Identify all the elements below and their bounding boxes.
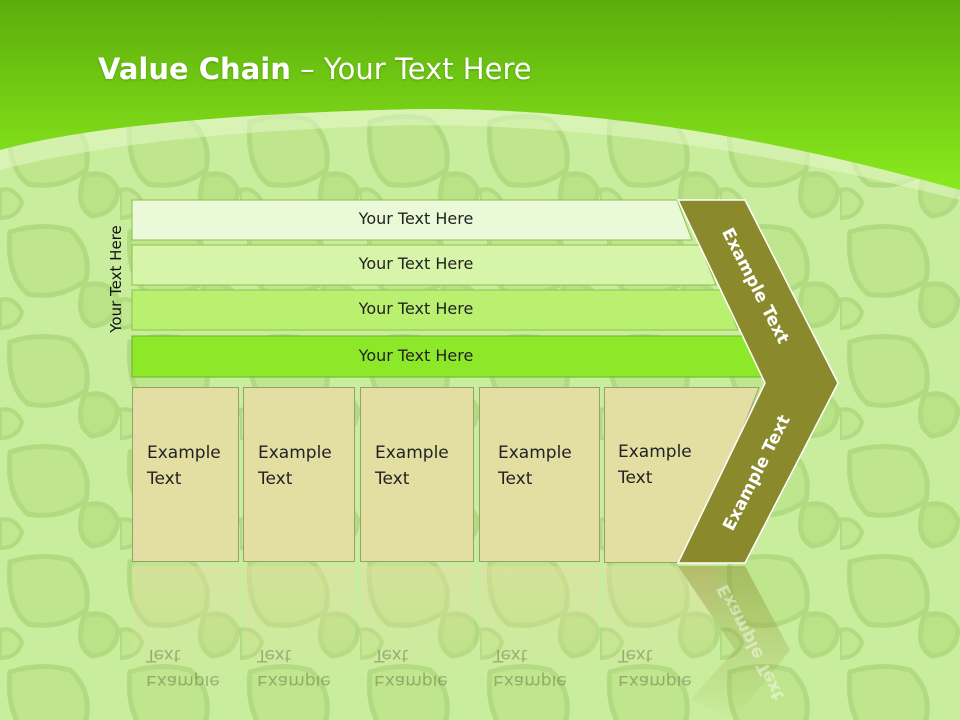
- box-2-reflection: Example Text: [243, 566, 355, 686]
- box-3-reflection: Example Text: [360, 566, 474, 686]
- box-2-line2: Text: [258, 469, 293, 489]
- title-rest: – Your Text Here: [290, 52, 532, 86]
- box-5-line1: Example: [618, 442, 692, 462]
- chevron-shape: [676, 199, 839, 564]
- bar-2-label: Your Text Here: [358, 254, 474, 273]
- box-5-line2: Text: [618, 468, 653, 488]
- header-band: [0, 0, 960, 190]
- box-4-line1: Example: [498, 443, 572, 463]
- box-2-line1: Example: [258, 443, 332, 463]
- box-3-line1: Example: [375, 443, 449, 463]
- box-1-reflection: Example Text: [132, 566, 239, 686]
- box-3-line2: Text: [375, 469, 410, 489]
- slide-title: Value Chain – Your Text Here: [98, 52, 532, 86]
- box-1-line1: Example: [147, 443, 221, 463]
- bar-1-label: Your Text Here: [358, 209, 474, 228]
- title-bold: Value Chain: [98, 52, 291, 86]
- box-1-line2: Text: [147, 469, 182, 489]
- chevron-reflection: [678, 566, 790, 720]
- box-4-line2: Text: [498, 469, 533, 489]
- bar-3-label: Your Text Here: [358, 299, 474, 318]
- bar-4-label: Your Text Here: [358, 346, 474, 365]
- box-4-reflection: Example Text: [479, 566, 600, 686]
